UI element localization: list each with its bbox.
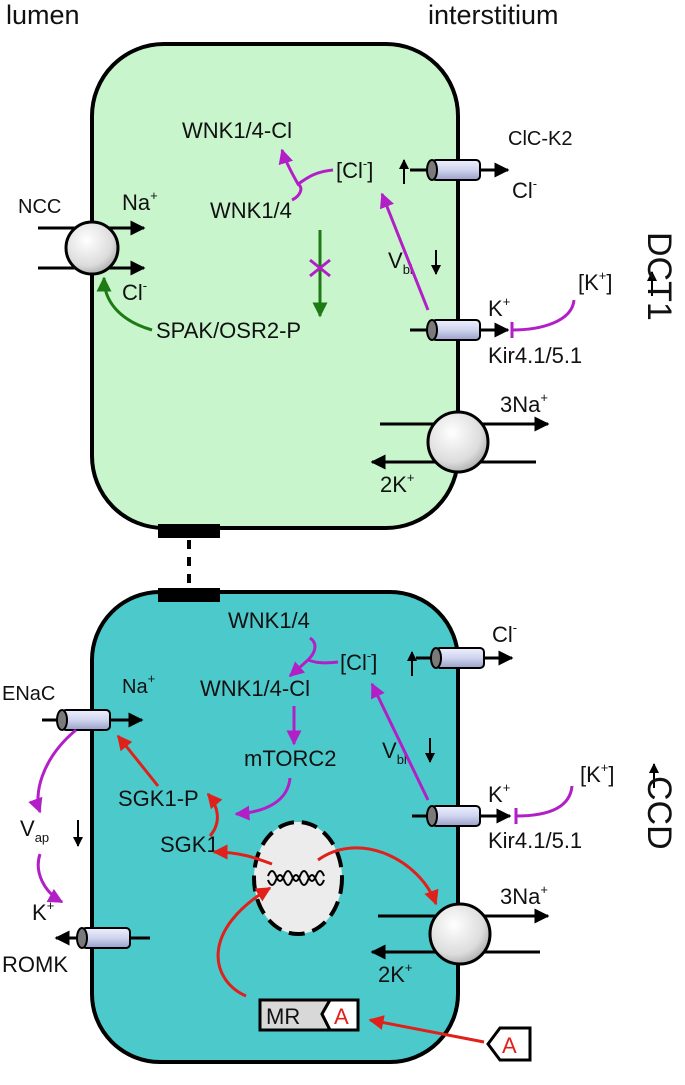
dct1-na-label: Na+ (122, 188, 158, 215)
dct1-k-label: K+ (488, 294, 510, 321)
dct1-wnk-join (291, 182, 303, 202)
ccd-vbl-cl-arrow (370, 682, 430, 801)
ccd-sgk1: SGK1 (160, 832, 219, 857)
dct1-spak-ncc-arrow (96, 276, 153, 332)
tight-junction-bottom-overlay (158, 588, 220, 602)
ccd-k-inhibit (515, 785, 574, 818)
lumen-label: lumen (6, 0, 80, 30)
dct1-wnk: WNK1/4 (210, 198, 292, 223)
dct1-cell (90, 42, 460, 530)
ccd-enac-channel (42, 709, 144, 731)
aldosterone-bound-label: A (334, 1004, 349, 1029)
ccd-cl-channel (416, 647, 514, 669)
ccd-side-label: CCD (640, 776, 678, 850)
dct1-clc-k2-channel (410, 159, 510, 181)
enac-label: ENaC (2, 683, 55, 705)
ccd-k-label: K+ (488, 780, 510, 807)
dct1-cl-out: Cl- (512, 176, 537, 203)
dna-strand-icon (267, 874, 325, 886)
dct1-k-inhibit (511, 299, 576, 332)
dct1-kir-channel (410, 319, 510, 341)
ccd-mr-nucleus-arrow (216, 886, 272, 998)
mr-label: MR (266, 1004, 300, 1029)
ccd-wnk-cl: WNK1/4-Cl (200, 676, 310, 701)
ccd-k-lumen: K+ (32, 898, 54, 925)
ccd-wnk-cl-arrow (288, 658, 309, 678)
ccd-vap-k-arrow (36, 853, 64, 904)
interstitium-label: interstitium (428, 0, 559, 30)
dct1-cl-label: Cl- (122, 278, 147, 305)
ccd-2k: 2K+ (378, 960, 413, 987)
dct1-vbl: Vbl (388, 248, 413, 277)
ccd-kir-channel (412, 805, 512, 827)
dct1-cl-conc: [Cl-] (336, 156, 373, 183)
clc-k2-label: ClC-K2 (508, 128, 572, 150)
dct1-inhibit-cross (309, 258, 331, 278)
aldosterone-free (486, 1026, 532, 1062)
ccd-sgk1p: SGK1-P (118, 786, 199, 811)
ccd-mtorc2-sgk-arrow (234, 777, 292, 821)
aldosterone-free-label: A (502, 1033, 517, 1058)
dct1-2k: 2K+ (380, 470, 415, 497)
ccd-k-conc: [K+] (580, 760, 615, 787)
dct1-spak: SPAK/OSR2-P (156, 318, 301, 343)
dct1-k-conc: [K+] (578, 268, 613, 295)
ccd-nucleus-pump-arrow (317, 846, 439, 906)
ccd-enac-vap-arrow (28, 728, 77, 814)
ccd-nucleus-sgk-arrow (212, 844, 273, 866)
ccd-nak-pump (370, 902, 550, 966)
dct1-side-label: DCT1 (640, 232, 678, 321)
ccd-cl-out: Cl- (492, 620, 517, 647)
ccd-3na: 3Na+ (500, 882, 548, 909)
ccd-romk-channel (54, 927, 150, 949)
tight-junction-top (158, 524, 220, 538)
ccd-cell (90, 590, 460, 1064)
ccd-mtorc2: mTORC2 (244, 746, 337, 771)
aldosterone-binding-arrow (368, 1015, 485, 1044)
ncc-transporter (38, 220, 146, 276)
ncc-label: NCC (18, 196, 61, 218)
ccd-cl-conc: [Cl-] (340, 648, 377, 675)
dct1-vbl-cl-arrow (380, 192, 430, 311)
ccd-vap: Vap (20, 816, 49, 845)
ccd-vbl: Vbl (382, 738, 407, 767)
dct1-kir-label: Kir4.1/5.1 (488, 343, 582, 368)
ccd-wnk: WNK1/4 (228, 608, 310, 633)
dct1-3na: 3Na+ (500, 390, 548, 417)
dct1-wnk-cl: WNK1/4-Cl (182, 118, 292, 143)
mr-receptor (258, 998, 360, 1032)
ccd-na-label: Na+ (122, 671, 155, 698)
dct1-nak-pump (370, 410, 550, 474)
romk-label: ROMK (2, 952, 68, 977)
ccd-sgk-phos-arrow (206, 792, 223, 837)
ccd-sgkp-enac-arrow (116, 734, 160, 787)
ccd-kir-label: Kir4.1/5.1 (488, 828, 582, 853)
